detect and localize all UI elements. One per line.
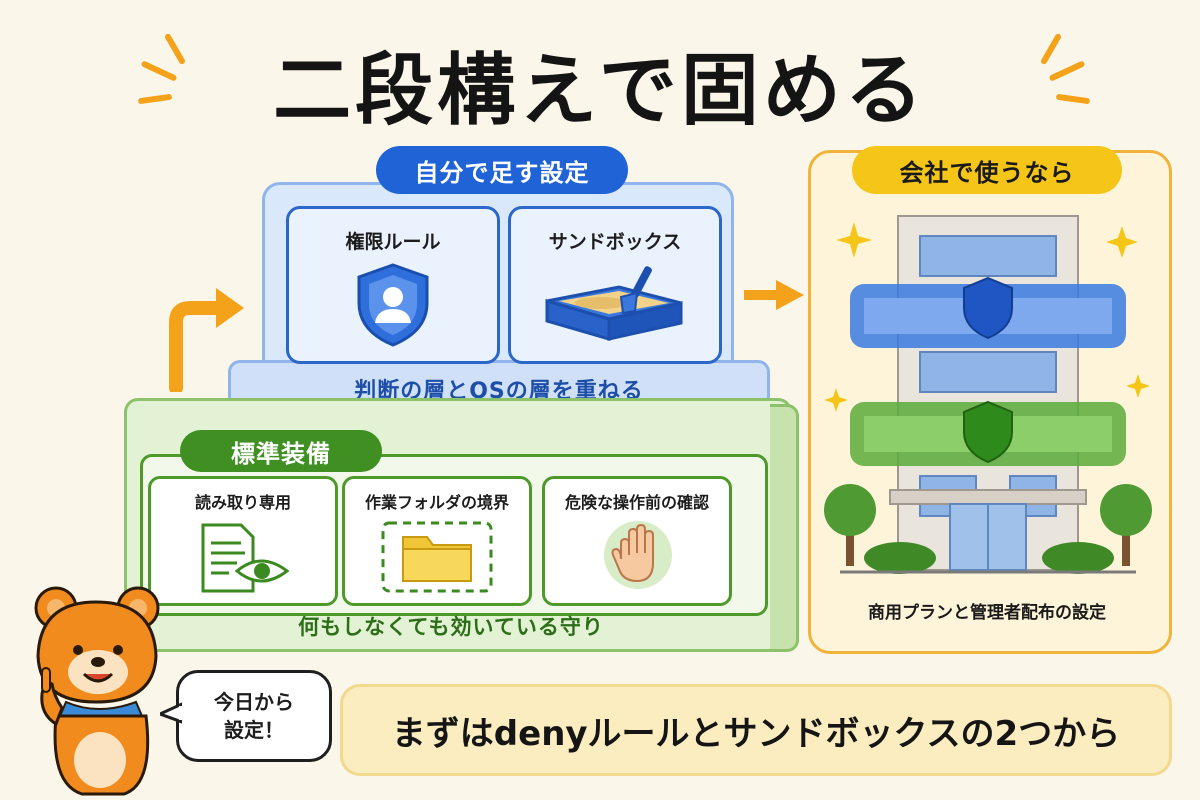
- default-protection-badge: 標準装備: [180, 430, 382, 472]
- permission-rules-card: 権限ルール: [286, 206, 500, 364]
- sandbox-icon: [545, 266, 683, 341]
- lower-caption: 何もしなくても効いている守り: [298, 615, 604, 639]
- read-only-card: 読み取り専用: [148, 476, 338, 606]
- work-folder-label: 作業フォルダの境界: [364, 493, 509, 512]
- up-arrow-icon: [169, 288, 244, 392]
- confirm-before-danger-label: 危険な操作前の確認: [564, 493, 709, 512]
- left-burst-icon: [130, 32, 210, 110]
- company-caption: 商用プランと管理者配布の設定: [868, 603, 1106, 623]
- shield-user-icon: [357, 263, 429, 347]
- sandbox-label: サンドボックス: [548, 231, 682, 253]
- default-protection-side: [770, 404, 799, 652]
- bubble-tail-icon: [160, 702, 182, 724]
- user-settings-badge: 自分で足す設定: [376, 146, 628, 194]
- permission-rules-label: 権限ルール: [345, 231, 441, 253]
- right-burst-icon: [1020, 32, 1100, 110]
- office-building-icon: [824, 215, 1152, 574]
- page-title: 二段構えで固める: [273, 46, 927, 136]
- speech-bubble: 今日から 設定！: [176, 670, 332, 762]
- bear-mascot-icon: [34, 586, 160, 796]
- bubble-line-2: 設定！: [224, 718, 284, 742]
- right-arrow-icon: [744, 280, 804, 310]
- stop-hand-icon: [604, 521, 672, 589]
- read-only-label: 読み取り専用: [194, 493, 291, 512]
- work-folder-card: 作業フォルダの境界: [342, 476, 532, 606]
- company-badge: 会社で使うなら: [852, 146, 1122, 194]
- sandbox-card: サンドボックス: [508, 206, 722, 364]
- document-eye-icon: [201, 523, 290, 593]
- summary-banner: まずはdenyルールとサンドボックスの2つから: [340, 684, 1172, 776]
- bubble-line-1: 今日から: [214, 690, 294, 714]
- folder-icon: [381, 521, 493, 593]
- confirm-before-danger-card: 危険な操作前の確認: [542, 476, 732, 606]
